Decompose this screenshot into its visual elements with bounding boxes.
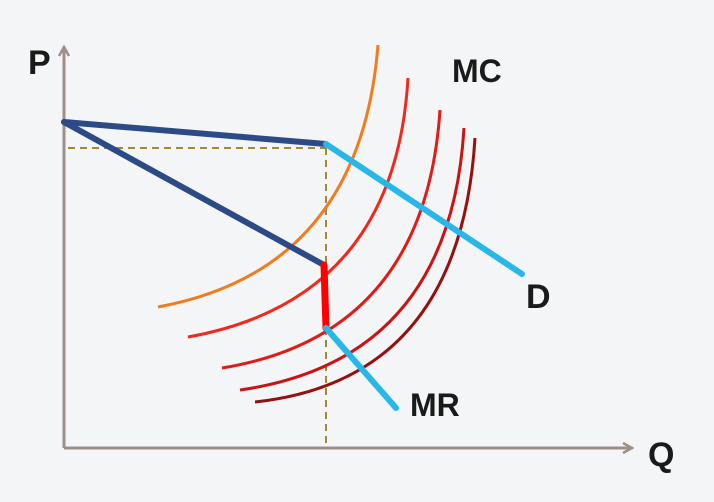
mc-curve-3 xyxy=(221,109,442,370)
mr-lower-segment xyxy=(323,325,399,411)
mc-label: MC xyxy=(452,53,502,89)
mr-label: MR xyxy=(410,387,460,423)
mc-curve-1 xyxy=(157,44,380,309)
mc-curve-4 xyxy=(239,127,466,392)
demand-lower-segment xyxy=(323,141,525,277)
price-axis-label: P xyxy=(28,44,51,82)
demand-upper-segment xyxy=(61,119,329,147)
demand-label: D xyxy=(526,278,551,316)
quantity-axis-label: Q xyxy=(648,436,674,474)
mr-discontinuity-gap xyxy=(320,261,330,332)
mr-upper-segment xyxy=(61,119,327,268)
mc-curve-5 xyxy=(254,137,477,404)
mc-curve-2 xyxy=(187,77,410,339)
